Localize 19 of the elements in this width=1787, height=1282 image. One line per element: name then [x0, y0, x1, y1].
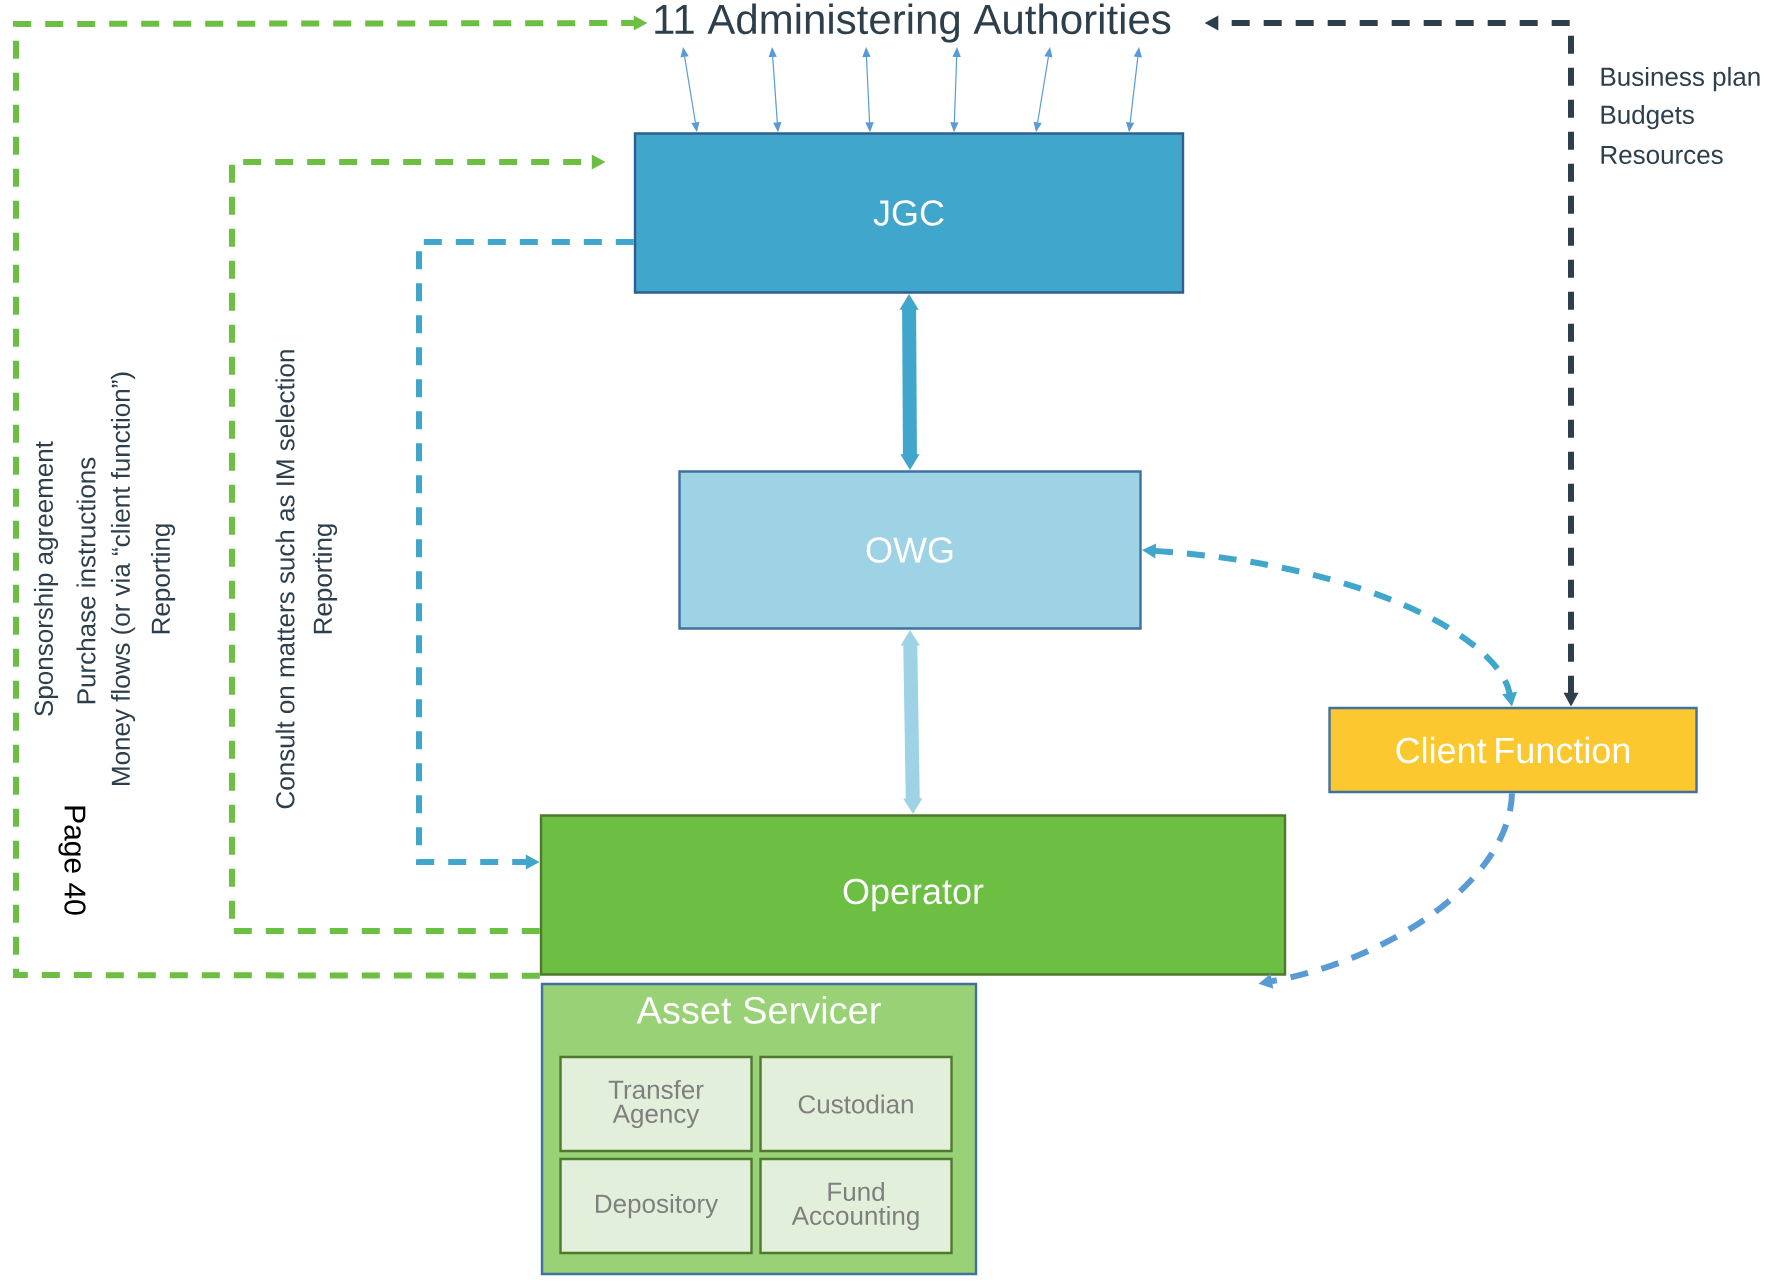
process-box: Client Function: [1328, 706, 1698, 794]
process-box: OWG: [678, 470, 1142, 630]
heading-text: 11 Administering Authorities: [655, 3, 1171, 43]
item-box: Transfer Agency: [559, 1055, 753, 1153]
page-number: Page 40: [58, 806, 86, 915]
note-text: Reporting: [312, 524, 338, 634]
item-box: Depository: [559, 1157, 753, 1255]
note-text: Business plan: [1601, 66, 1760, 92]
note-text: Sponsorship agreement: [33, 441, 59, 716]
note-text: Resources: [1601, 145, 1723, 165]
note-text: Money flows (or via “client function”): [110, 372, 136, 785]
process-box: Operator: [539, 814, 1287, 976]
note-text: Consult on matters such as IM selection: [275, 350, 295, 809]
note-text: Reporting: [150, 524, 176, 634]
note-text: Budgets: [1601, 104, 1694, 130]
process-box: JGC: [633, 132, 1185, 294]
item-box: Custodian: [759, 1055, 953, 1153]
item-box: Fund Accounting: [759, 1157, 953, 1255]
note-text: Purchase instructions: [76, 457, 96, 704]
